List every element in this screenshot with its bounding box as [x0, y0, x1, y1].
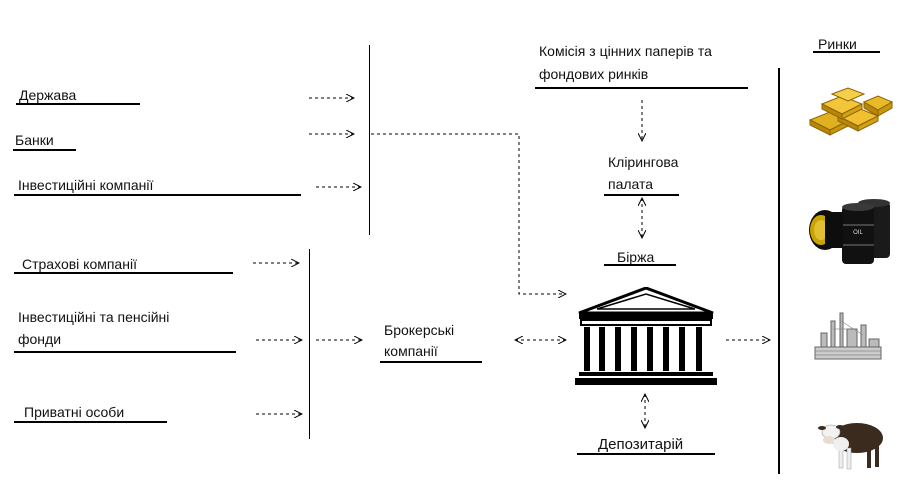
gold-bars-icon: [808, 87, 894, 136]
clearing-underline: [604, 194, 679, 196]
markets-divider: [778, 68, 780, 474]
commission-label-line2: фондових ринків: [539, 66, 649, 82]
individuals-underline: [14, 421, 167, 423]
exchange-underline: [604, 264, 676, 266]
brokers-label-line1: Брокерські: [384, 322, 455, 338]
individuals-label: Приватні особи: [24, 404, 125, 420]
group1-bracket: [369, 45, 370, 235]
markets-underline: [813, 51, 880, 53]
industrial-plant-icon: [814, 312, 882, 360]
cattle-icon: [818, 423, 883, 470]
brokers-underline: [380, 361, 482, 363]
brokers-label-line2: компанії: [384, 343, 438, 359]
funds-label-line2: фонди: [18, 331, 62, 347]
investment-companies-label: Інвестиційні компанії: [18, 177, 154, 193]
commission-underline: [535, 87, 748, 89]
depository-label: Депозитарій: [598, 436, 684, 453]
funds-underline: [14, 351, 236, 353]
investment-companies-underline: [14, 194, 301, 196]
state-underline: [16, 103, 140, 105]
banks-underline: [13, 149, 76, 151]
oil-barrel-label: OIL: [853, 230, 863, 236]
insurance-companies-underline: [14, 272, 233, 274]
oil-barrels-icon: OIL: [809, 199, 890, 264]
clearing-label-line1: Клірингова: [608, 154, 679, 170]
funds-label-line1: Інвестиційні та пенсійні: [18, 309, 170, 325]
path-group1-to-exchange: [371, 133, 566, 294]
exchange-label: Біржа: [617, 249, 655, 265]
banks-label: Банки: [15, 132, 54, 148]
clearing-label-line2: палата: [608, 176, 654, 192]
insurance-companies-label: Страхові компанії: [22, 256, 137, 272]
state-label: Держава: [19, 87, 77, 103]
exchange-building-icon: [575, 287, 717, 385]
group2-bracket: [309, 249, 310, 439]
commission-label-line1: Комісія з цінних паперів та: [539, 43, 712, 59]
depository-underline: [577, 453, 715, 455]
markets-title: Ринки: [818, 36, 857, 52]
